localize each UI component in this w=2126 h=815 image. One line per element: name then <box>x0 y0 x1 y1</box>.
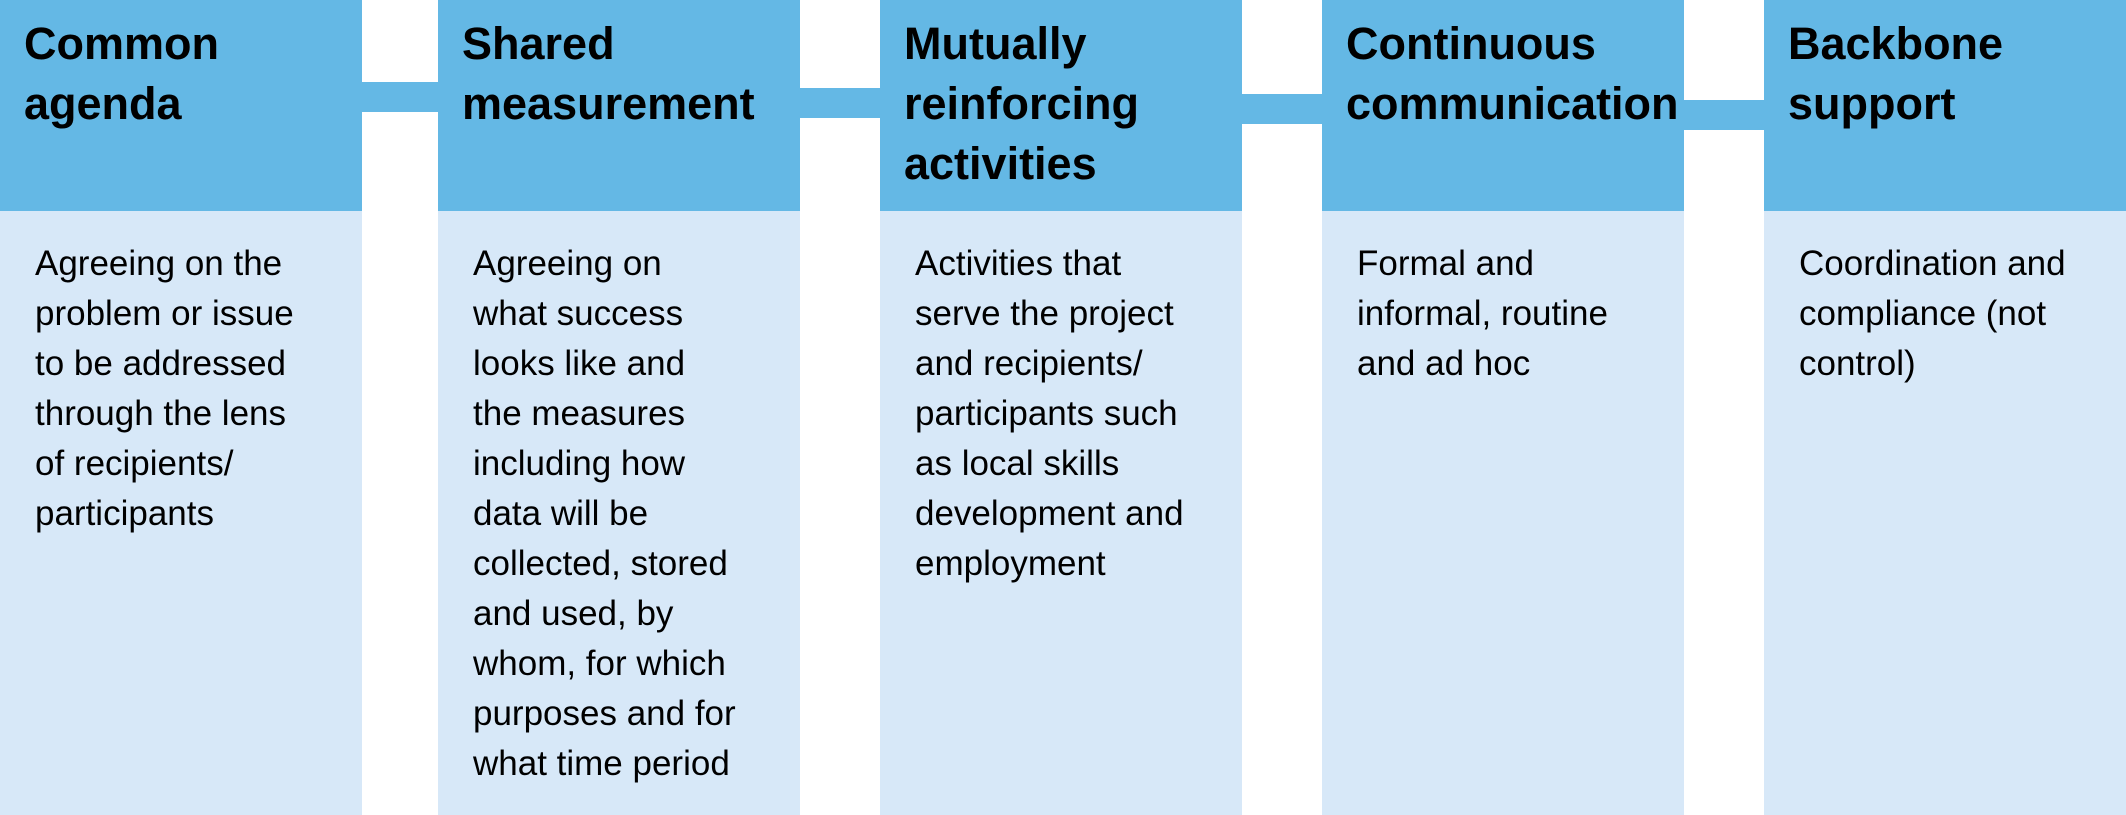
column-body: Agreeing on the problem or issue to be a… <box>0 211 362 815</box>
column-header: Continuous communication <box>1322 0 1684 211</box>
column-heading: Backbone support <box>1788 18 2004 129</box>
connector-band <box>800 88 880 118</box>
column-body: Coordination and compliance (not control… <box>1764 211 2126 815</box>
column-common-agenda: Common agenda Agreeing on the problem or… <box>0 0 362 815</box>
column-header: Backbone support <box>1764 0 2126 211</box>
column-header: Shared measurement <box>438 0 800 211</box>
column-header: Mutually reinforcing activities <box>880 0 1242 211</box>
column-heading: Common agenda <box>24 18 219 129</box>
column-heading: Mutually reinforcing activities <box>904 18 1140 189</box>
connector-band <box>1242 94 1322 124</box>
column-description: Agreeing on what success looks like and … <box>473 244 736 783</box>
connector-band <box>1684 100 1764 130</box>
connector-band <box>362 82 438 112</box>
column-description: Formal and informal, routine and ad hoc <box>1357 244 1608 383</box>
column-description: Coordination and compliance (not control… <box>1799 244 2066 383</box>
column-body: Activities that serve the project and re… <box>880 211 1242 815</box>
column-shared-measurement: Shared measurement Agreeing on what succ… <box>438 0 800 815</box>
column-mutually-reinforcing-activities: Mutually reinforcing activities Activiti… <box>880 0 1242 815</box>
column-backbone-support: Backbone support Coordination and compli… <box>1764 0 2126 815</box>
column-body: Agreeing on what success looks like and … <box>438 211 800 815</box>
column-header: Common agenda <box>0 0 362 211</box>
column-description: Agreeing on the problem or issue to be a… <box>35 244 294 533</box>
column-continuous-communication: Continuous communication Formal and info… <box>1322 0 1684 815</box>
column-body: Formal and informal, routine and ad hoc <box>1322 211 1684 815</box>
column-description: Activities that serve the project and re… <box>915 244 1184 583</box>
column-heading: Continuous communication <box>1346 18 1679 129</box>
column-heading: Shared measurement <box>462 18 755 129</box>
